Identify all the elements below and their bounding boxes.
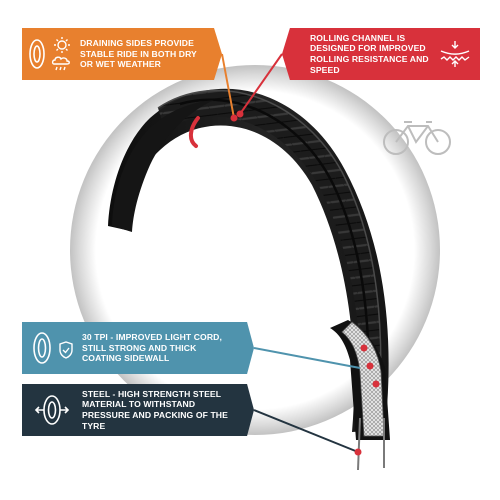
- callout-steel-text: STEEL - HIGH STRENGTH STEEL MATERIAL TO …: [82, 388, 228, 431]
- rolling-channel-icon: [430, 28, 480, 80]
- shield-icon: [59, 341, 73, 359]
- marker-rolling: [236, 110, 244, 118]
- rain-cloud-icon: [51, 56, 70, 71]
- marker-tpi-3: [372, 380, 380, 388]
- callout-rolling: ROLLING CHANNEL IS DESIGNED FOR IMPROVED…: [282, 28, 480, 80]
- callout-tpi: 30 TPI - IMPROVED LIGHT CORD, STILL STRO…: [22, 322, 254, 374]
- tpi-icons: [22, 322, 82, 374]
- callout-tpi-text: 30 TPI - IMPROVED LIGHT CORD, STILL STRO…: [82, 332, 222, 364]
- rolling-channel: [179, 98, 371, 411]
- bicycle-icon: [383, 121, 451, 155]
- tyre-sidewall: [112, 100, 214, 232]
- callout-steel: STEEL - HIGH STRENGTH STEEL MATERIAL TO …: [22, 384, 254, 436]
- marker-tpi-2: [366, 362, 374, 370]
- marker-tpi-1: [360, 344, 368, 352]
- logo-swoosh: [189, 116, 200, 148]
- leader-line-tpi: [253, 347, 361, 369]
- callout-rolling-text: ROLLING CHANNEL IS DESIGNED FOR IMPROVED…: [310, 32, 429, 75]
- tyre-bead-icon: [22, 384, 82, 436]
- draining-icons: [22, 28, 80, 80]
- leader-line-draining: [221, 53, 235, 119]
- callout-draining-text: DRAINING SIDES PROVIDE STABLE RIDE IN BO…: [80, 38, 197, 70]
- steel-bead-wire: [357, 417, 361, 471]
- tyre-icon: [29, 39, 45, 69]
- marker-draining: [230, 114, 238, 122]
- tyre-icon: [33, 332, 51, 364]
- leader-line-rolling: [239, 53, 283, 115]
- casing-mesh: [341, 321, 385, 437]
- leader-line-steel: [253, 409, 359, 453]
- callout-draining: DRAINING SIDES PROVIDE STABLE RIDE IN BO…: [22, 28, 222, 80]
- marker-steel: [354, 448, 362, 456]
- sun-icon: [54, 37, 70, 53]
- tyre-tread: [158, 90, 381, 430]
